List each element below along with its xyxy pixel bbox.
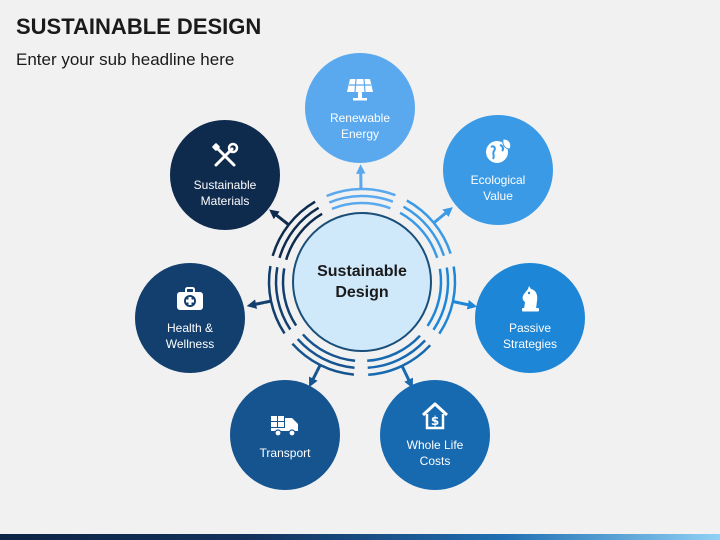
node-label-line2: Value — [483, 189, 513, 203]
node-whole-life-costs[interactable]: $ Whole Life Costs — [380, 380, 490, 490]
node-ecological-value[interactable]: Ecological Value — [443, 115, 553, 225]
connector-arrow — [403, 371, 413, 389]
node-label-line1: Transport — [259, 446, 311, 460]
node-label-line1: Renewable — [329, 111, 391, 125]
connector-arrow — [309, 370, 319, 388]
ring-segment — [326, 187, 396, 198]
connector-link — [263, 299, 272, 304]
node-label-line2: Materials — [200, 194, 250, 208]
svg-text:$: $ — [431, 414, 439, 428]
node-sustainable-materials[interactable]: Sustainable Materials — [170, 120, 280, 230]
node-label-line2: Wellness — [165, 337, 215, 351]
ring-segment — [399, 211, 439, 259]
node-renewable-energy[interactable]: Renewable Energy — [305, 53, 415, 163]
solar-panel-icon — [347, 78, 373, 101]
ring-segment — [368, 344, 432, 377]
house-dollar-icon: $ — [421, 402, 449, 430]
connector-arrow — [269, 209, 285, 222]
ring-segment — [406, 199, 452, 254]
connector-arrow — [246, 299, 265, 309]
node-transport[interactable]: Transport — [230, 380, 340, 490]
bottom-accent-bar — [0, 534, 720, 540]
truck-icon — [271, 416, 298, 437]
page-subtitle: Enter your sub headline here — [16, 50, 235, 69]
node-label-line1: Ecological — [470, 173, 526, 187]
node-passive-strategies[interactable]: Passive Strategies — [475, 263, 585, 373]
center-hub: Sustainable Design — [292, 212, 432, 352]
ring-segment — [438, 266, 457, 335]
connector-link — [400, 365, 407, 373]
node-label-line1: Whole Life — [406, 438, 464, 452]
ring-segment — [301, 333, 356, 362]
ring-segment — [285, 212, 323, 261]
ring-segment — [278, 206, 320, 259]
tools-icon — [212, 142, 239, 167]
page-title: SUSTAINABLE DESIGN — [16, 14, 262, 39]
ring-segment — [281, 268, 298, 327]
connector-link — [432, 217, 441, 225]
ring-segment — [274, 266, 292, 331]
connector-arrow — [459, 300, 478, 310]
ring-segment — [367, 339, 427, 370]
node-label-line1: Health & — [166, 321, 214, 335]
node-label-line1: Passive — [508, 321, 552, 335]
first-aid-kit-icon — [177, 287, 203, 310]
ring-segment — [432, 267, 450, 331]
node-label-line1: Sustainable — [193, 178, 257, 192]
connector-link — [452, 300, 461, 305]
node-label-line2: Strategies — [502, 337, 558, 351]
eco-globe-icon — [486, 138, 512, 163]
ring-segment — [331, 201, 391, 211]
ring-segment — [402, 205, 446, 257]
chess-knight-icon — [522, 286, 539, 312]
ring-segment — [328, 194, 394, 204]
node-label-line2: Costs — [419, 454, 451, 468]
center-label-line2: Design — [335, 284, 389, 301]
ring-segment — [426, 268, 443, 327]
connector-link — [282, 219, 290, 226]
ring-segment — [267, 265, 286, 335]
ring-segment — [271, 200, 316, 257]
center-label-line1: Sustainable — [317, 263, 407, 280]
connector-link — [315, 364, 322, 372]
node-health-wellness[interactable]: Health & Wellness — [135, 263, 245, 373]
ring-segment — [291, 342, 355, 376]
ring-segment — [367, 334, 421, 363]
node-label-line2: Energy — [340, 127, 380, 141]
ring-segment — [296, 338, 355, 369]
connector-arrow — [438, 207, 453, 220]
